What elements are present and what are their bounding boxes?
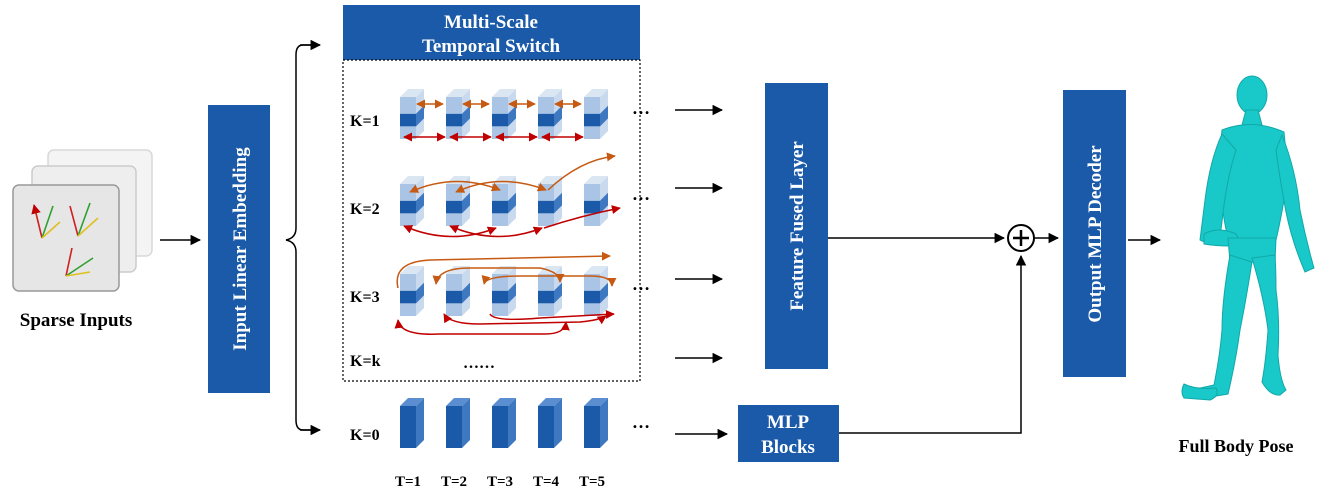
temporal-block xyxy=(400,89,424,139)
temporal-block xyxy=(492,266,516,316)
sum-node-icon xyxy=(1007,224,1035,252)
temporal-block xyxy=(584,266,608,316)
mst-dotted-container xyxy=(342,59,641,382)
input-embedding-label: Input Linear Embedding xyxy=(230,147,251,351)
k3-connection-arrows xyxy=(394,251,617,335)
row-label-k3: K=3 xyxy=(350,289,380,306)
temporal-block xyxy=(446,176,470,226)
input-embedding-box xyxy=(208,105,270,393)
arrows-to-fused-layer xyxy=(675,104,729,440)
temporal-block xyxy=(446,266,470,316)
mst-title-line2: Temporal Switch xyxy=(422,36,561,57)
k1-connection-arrows xyxy=(403,99,584,142)
full-body-pose-figure xyxy=(1181,75,1315,401)
full-body-pose-label: Full Body Pose xyxy=(1178,436,1293,456)
temporal-block xyxy=(538,89,562,139)
kk-dots: …… xyxy=(463,355,495,372)
mlp-blocks-line2: Blocks xyxy=(761,437,815,458)
temporal-block xyxy=(492,398,516,448)
temporal-block xyxy=(584,398,608,448)
mst-header-box xyxy=(343,5,640,60)
time-label: T=5 xyxy=(579,474,605,490)
sparse-inputs-label: Sparse Inputs xyxy=(20,310,132,331)
temporal-block xyxy=(538,398,562,448)
time-labels: T=1 T=2 T=3 T=4 T=5 xyxy=(395,474,605,490)
feature-fused-label: Feature Fused Layer xyxy=(787,141,808,311)
mst-title-line1: Multi-Scale xyxy=(444,12,538,33)
ellipsis-k2: … xyxy=(632,184,650,204)
k2-connection-arrows xyxy=(403,152,621,238)
temporal-block xyxy=(400,176,424,226)
temporal-block xyxy=(446,89,470,139)
temporal-block xyxy=(538,266,562,316)
block-row-k0 xyxy=(400,398,608,448)
sparse-inputs-stack xyxy=(12,149,153,292)
temporal-block xyxy=(492,176,516,226)
row-label-k1: K=1 xyxy=(350,113,380,130)
time-label: T=4 xyxy=(533,474,560,490)
temporal-block xyxy=(538,176,562,226)
split-brace xyxy=(285,44,318,431)
time-label: T=3 xyxy=(487,474,513,490)
ellipsis-k1: … xyxy=(632,98,650,118)
temporal-block xyxy=(584,89,608,139)
output-decoder-box xyxy=(1063,90,1126,377)
row-label-k2: K=2 xyxy=(350,201,380,218)
mlp-blocks-line1: MLP xyxy=(767,412,810,433)
temporal-block xyxy=(492,89,516,139)
row-label-k0: K=0 xyxy=(350,427,380,444)
temporal-block xyxy=(400,266,424,316)
mlp-to-sum-arrow xyxy=(839,254,1027,434)
axis-glyph-icon xyxy=(31,202,99,277)
temporal-block xyxy=(584,176,608,226)
row-label-kk: K=k xyxy=(350,353,381,370)
block-row-k1 xyxy=(400,89,608,139)
mlp-blocks-box xyxy=(738,405,839,462)
feature-fused-box xyxy=(765,83,828,369)
output-decoder-label: Output MLP Decoder xyxy=(1085,145,1106,323)
block-row-k3 xyxy=(400,266,608,316)
ellipsis-k3: … xyxy=(632,274,650,294)
temporal-block xyxy=(400,398,424,448)
ellipsis-k0: … xyxy=(632,412,650,432)
time-label: T=2 xyxy=(441,474,467,490)
time-label: T=1 xyxy=(395,474,421,490)
temporal-block xyxy=(446,398,470,448)
